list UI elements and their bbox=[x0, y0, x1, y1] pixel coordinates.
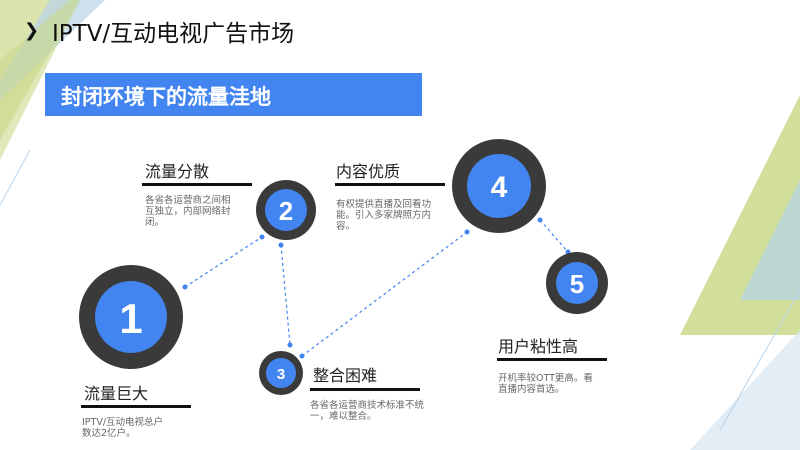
divider bbox=[81, 405, 191, 408]
step-5-desc: 开机率较OTT更高。看直播内容首选。 bbox=[498, 373, 593, 395]
svg-text:1: 1 bbox=[119, 295, 142, 342]
svg-text:4: 4 bbox=[491, 171, 508, 204]
step-circle-1: 1 bbox=[79, 265, 183, 369]
divider bbox=[497, 358, 607, 361]
step-circle-3: 3 bbox=[259, 351, 303, 395]
svg-text:5: 5 bbox=[570, 269, 584, 299]
divider bbox=[142, 183, 252, 186]
section-banner: 封闭环境下的流量洼地 bbox=[45, 73, 422, 116]
step-5-title: 用户粘性高 bbox=[498, 337, 579, 356]
step-4-title: 内容优质 bbox=[336, 162, 401, 181]
step-3-desc: 各省各运营商技术标准不统一，难以整合。 bbox=[310, 400, 425, 422]
step-circle-2: 2 bbox=[256, 180, 316, 240]
divider bbox=[310, 388, 420, 391]
step-3-title: 整合困难 bbox=[313, 366, 378, 385]
step-4-desc: 有权提供直播及回看功能。引入多家牌照方内容。 bbox=[336, 199, 432, 232]
step-1-desc: IPTV/互动电视总户数达2亿户。 bbox=[82, 417, 164, 439]
svg-text:2: 2 bbox=[279, 196, 293, 226]
svg-text:3: 3 bbox=[277, 366, 285, 383]
step-circle-5: 5 bbox=[546, 252, 608, 314]
divider bbox=[335, 183, 445, 186]
step-2-desc: 各省各运营商之间相互独立，内部网络封闭。 bbox=[145, 195, 231, 228]
step-1-title: 流量巨大 bbox=[84, 384, 149, 403]
step-circle-4: 4 bbox=[452, 139, 546, 233]
step-2-title: 流量分散 bbox=[145, 162, 210, 181]
chevron-right-icon: ❯ bbox=[24, 20, 40, 41]
page-title: IPTV/互动电视广告市场 bbox=[52, 21, 295, 47]
